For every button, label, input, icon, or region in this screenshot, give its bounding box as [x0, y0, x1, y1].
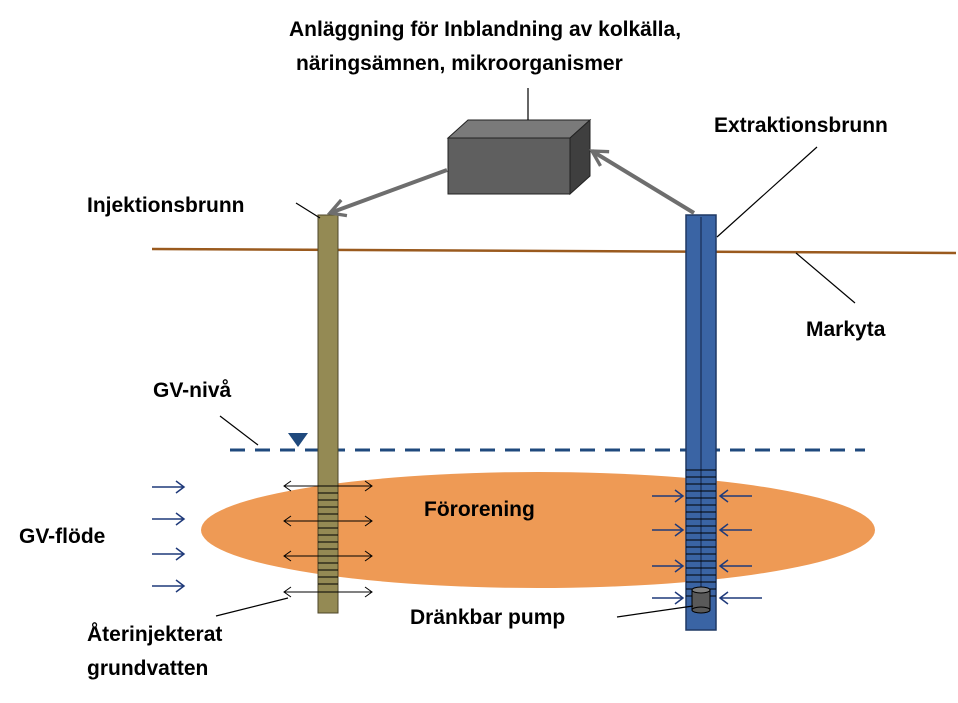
leader-gw-level [219, 415, 259, 446]
outflow-arrow-icon [283, 515, 373, 527]
arrow-facility-to-injection [330, 168, 448, 213]
inflow-arrow-icon [652, 523, 685, 537]
inflow-arrow-icon [652, 489, 685, 503]
inflow-arrow-icon [718, 489, 752, 503]
inflow-arrow-icon [652, 559, 685, 573]
leader-injection-well [295, 202, 321, 219]
groundwater-flow-arrows [152, 480, 186, 593]
water-table-triangle-icon [288, 433, 308, 447]
flow-arrow-icon [152, 547, 186, 561]
ground-surface-line [151, 247, 957, 255]
flow-arrow-icon [152, 579, 186, 593]
label-reinjected-line2: grundvatten [87, 657, 208, 680]
inflow-arrow-icon [718, 591, 762, 605]
flow-arrow-icon [152, 512, 186, 526]
leader-extraction-well [716, 146, 818, 238]
inflow-arrow-icon [652, 591, 685, 605]
label-mixing-facility-line2: näringsämnen, mikroorganismer [296, 52, 623, 75]
label-mixing-facility-line1: Anläggning för Inblandning av kolkälla, [289, 18, 681, 41]
inflow-arrow-icon [718, 523, 752, 537]
arrow-extraction-to-facility [592, 151, 696, 215]
injection-outflow-arrows [283, 480, 373, 598]
flow-arrow-icon [152, 480, 186, 494]
label-extraction-well: Extraktionsbrunn [714, 114, 888, 137]
inflow-arrow-icon [718, 559, 752, 573]
label-ground-surface: Markyta [806, 318, 886, 341]
submersible-pump-icon [691, 586, 711, 614]
contamination-plume [201, 472, 875, 588]
outflow-arrow-icon [283, 550, 373, 562]
extraction-inflow-arrows [652, 489, 762, 605]
extraction-well-screen [686, 469, 716, 597]
label-submersible-pump: Dränkbar pump [410, 606, 565, 629]
label-injection-well: Injektionsbrunn [87, 194, 245, 217]
leader-reinjected [215, 597, 289, 617]
mixing-facility-box [446, 118, 592, 196]
leader-pump [616, 605, 694, 618]
label-groundwater-flow: GV-flöde [19, 525, 105, 548]
leader-lines [215, 88, 856, 618]
label-groundwater-level: GV-nivå [153, 379, 232, 402]
injection-well [317, 214, 339, 614]
label-reinjected-line1: Återinjekterat [87, 622, 222, 646]
leader-ground-surface [795, 252, 856, 304]
outflow-arrow-icon [283, 586, 373, 598]
label-contamination: Förorening [424, 498, 535, 521]
outflow-arrow-icon [283, 480, 373, 492]
